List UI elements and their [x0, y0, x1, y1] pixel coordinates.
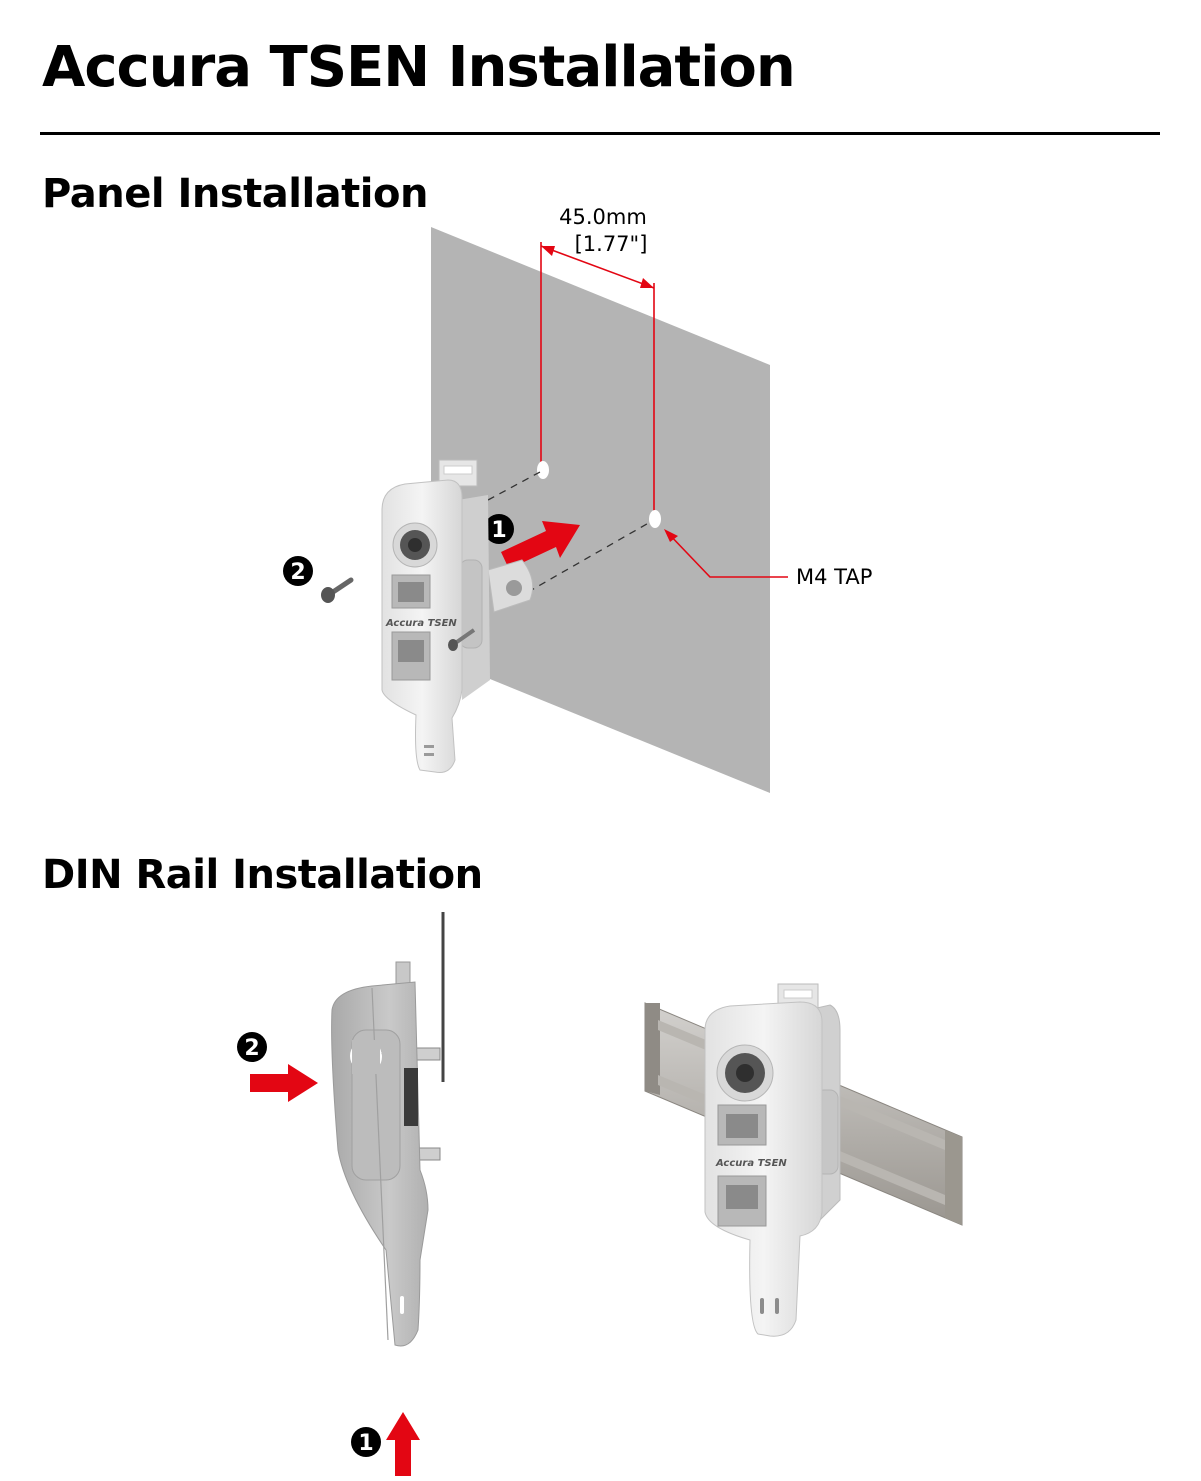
din-step-1-up-arrow: [386, 1412, 420, 1476]
push-arrow: [250, 1064, 318, 1102]
front-brand-label: Accura TSEN: [715, 1158, 787, 1169]
panel-installation-heading: Panel Installation: [42, 171, 428, 217]
svg-text:2: 2: [244, 1036, 259, 1061]
step-1-badge: [484, 514, 514, 544]
dimension-inch-label: [1.77"]: [575, 232, 648, 256]
svg-text:1: 1: [358, 1431, 373, 1456]
mounting-hole-top: [537, 461, 549, 479]
alignment-line-bottom: [527, 520, 653, 593]
tsen-device-panel: Accura TSEN: [381, 459, 534, 773]
insert-arrow: [501, 521, 580, 569]
step-2-badge: [283, 556, 313, 586]
dimension-mm-label: 45.0mm: [559, 205, 647, 229]
din-lift-step-badge-visible: [351, 1427, 381, 1457]
title-divider: [40, 132, 1160, 135]
svg-text:2: 2: [290, 560, 305, 585]
tap-leader-line: [665, 530, 788, 578]
device-brand-label: Accura TSEN: [385, 618, 457, 629]
m4-tap-label: M4 TAP: [796, 565, 872, 589]
page-title: Accura TSEN Installation: [42, 35, 796, 100]
dimension-marker: [540, 242, 655, 515]
panel-illustration: 45.0mm [1.77"] M4 TAP 1 2: [283, 205, 872, 793]
mounting-panel: [431, 227, 770, 793]
svg-text:1: 1: [491, 518, 506, 543]
mounting-hole-bottom: [649, 510, 661, 528]
alignment-line-top: [487, 471, 541, 501]
din-step-2-badge: [237, 1032, 267, 1062]
din-rail-installation-heading: DIN Rail Installation: [42, 852, 483, 898]
screw-icon: [321, 577, 354, 603]
tsen-device-front: Accura TSEN: [704, 983, 841, 1337]
